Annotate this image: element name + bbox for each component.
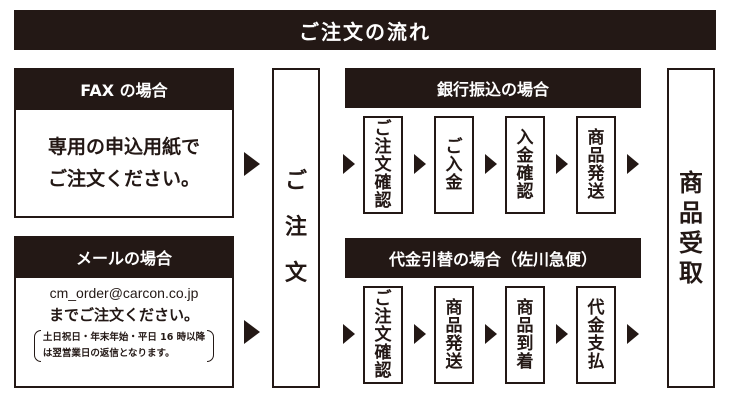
bank-step-shipping: 商 品 発 送: [576, 116, 616, 214]
mail-header: メールの場合: [14, 236, 234, 278]
step-char: 金: [516, 145, 534, 166]
arrow-right-icon: [556, 324, 568, 344]
arrow-right-icon: [485, 324, 497, 344]
arrow-right-icon: [485, 154, 497, 174]
order-step-box: ご 注 文: [272, 68, 320, 388]
step-char: 着: [516, 351, 534, 372]
step-char: 文: [374, 154, 392, 175]
bank-step-payment: ご 入 金: [434, 116, 474, 214]
step-char: 文: [374, 324, 392, 345]
receive-char: 商: [679, 169, 703, 197]
reply-time-note-line-1: 土日祝日・年末年始・平日 16 時以降: [42, 332, 206, 343]
arrow-right-icon: [343, 324, 355, 344]
arrow-right-icon: [244, 152, 260, 176]
step-char: 商: [587, 127, 605, 148]
step-char: 認: [374, 360, 392, 381]
step-char: 確: [374, 172, 392, 193]
step-char: 代: [587, 297, 605, 318]
step-char: 認: [516, 181, 534, 202]
receive-char: 取: [679, 259, 703, 287]
step-char: 入: [516, 127, 534, 148]
arrow-right-icon: [627, 324, 639, 344]
order-char: 注: [284, 215, 307, 240]
step-char: 到: [516, 333, 534, 354]
reply-time-note-line-2: は翌営業日の返信となります。: [42, 348, 175, 359]
fax-panel: 専用の申込用紙で ご注文ください。: [14, 110, 234, 218]
step-char: 品: [587, 145, 605, 166]
step-char: 商: [445, 297, 463, 318]
fax-line-1: 専用の申込用紙で: [47, 136, 200, 158]
order-char: ご: [284, 169, 307, 194]
step-char: 品: [445, 315, 463, 336]
step-char: ご: [445, 136, 463, 157]
order-char: 文: [284, 261, 307, 286]
fax-line-2: ご注文ください。: [47, 168, 200, 190]
step-char: 注: [374, 306, 392, 327]
order-email-address: cm_order@carcon.co.jp: [49, 285, 199, 301]
step-char: 確: [516, 163, 534, 184]
step-char: 注: [374, 136, 392, 157]
step-char: 金: [587, 315, 605, 336]
cod-step-arrival: 商 品 到 着: [505, 286, 545, 384]
bank-transfer-header: 銀行振込の場合: [345, 68, 641, 108]
reply-time-note: 土日祝日・年末年始・平日 16 時以降 は翌営業日の返信となります。: [33, 330, 215, 362]
receive-step-box: 商 品 受 取: [667, 68, 715, 388]
step-char: 入: [445, 154, 463, 175]
step-char: 認: [374, 190, 392, 211]
step-char: 送: [445, 351, 463, 372]
cod-step-order-confirm: ご 注 文 確 認: [363, 286, 403, 384]
fax-header: FAX の場合: [14, 68, 234, 110]
step-char: 払: [587, 351, 605, 372]
cod-header: 代金引替の場合（佐川急便）: [345, 238, 641, 278]
step-char: ご: [374, 288, 392, 309]
bank-step-order-confirm: ご 注 文 確 認: [363, 116, 403, 214]
mail-instruction: までご注文ください。: [48, 306, 199, 324]
step-char: 商: [516, 297, 534, 318]
mail-panel: cm_order@carcon.co.jp までご注文ください。 土日祝日・年末…: [14, 278, 234, 388]
bank-step-payment-confirm: 入 金 確 認: [505, 116, 545, 214]
receive-char: 品: [679, 199, 703, 227]
cod-step-payment: 代 金 支 払: [576, 286, 616, 384]
arrow-right-icon: [414, 324, 426, 344]
step-char: 金: [445, 172, 463, 193]
step-char: 品: [516, 315, 534, 336]
step-char: 送: [587, 181, 605, 202]
arrow-right-icon: [627, 154, 639, 174]
arrow-right-icon: [414, 154, 426, 174]
step-char: 支: [587, 333, 605, 354]
arrow-right-icon: [343, 154, 355, 174]
receive-char: 受: [679, 229, 703, 257]
step-char: 発: [445, 333, 463, 354]
step-char: ご: [374, 118, 392, 139]
cod-step-shipping: 商 品 発 送: [434, 286, 474, 384]
arrow-right-icon: [244, 320, 260, 344]
step-char: 確: [374, 342, 392, 363]
arrow-right-icon: [556, 154, 568, 174]
step-char: 発: [587, 163, 605, 184]
page-title: ご注文の流れ: [14, 10, 716, 50]
